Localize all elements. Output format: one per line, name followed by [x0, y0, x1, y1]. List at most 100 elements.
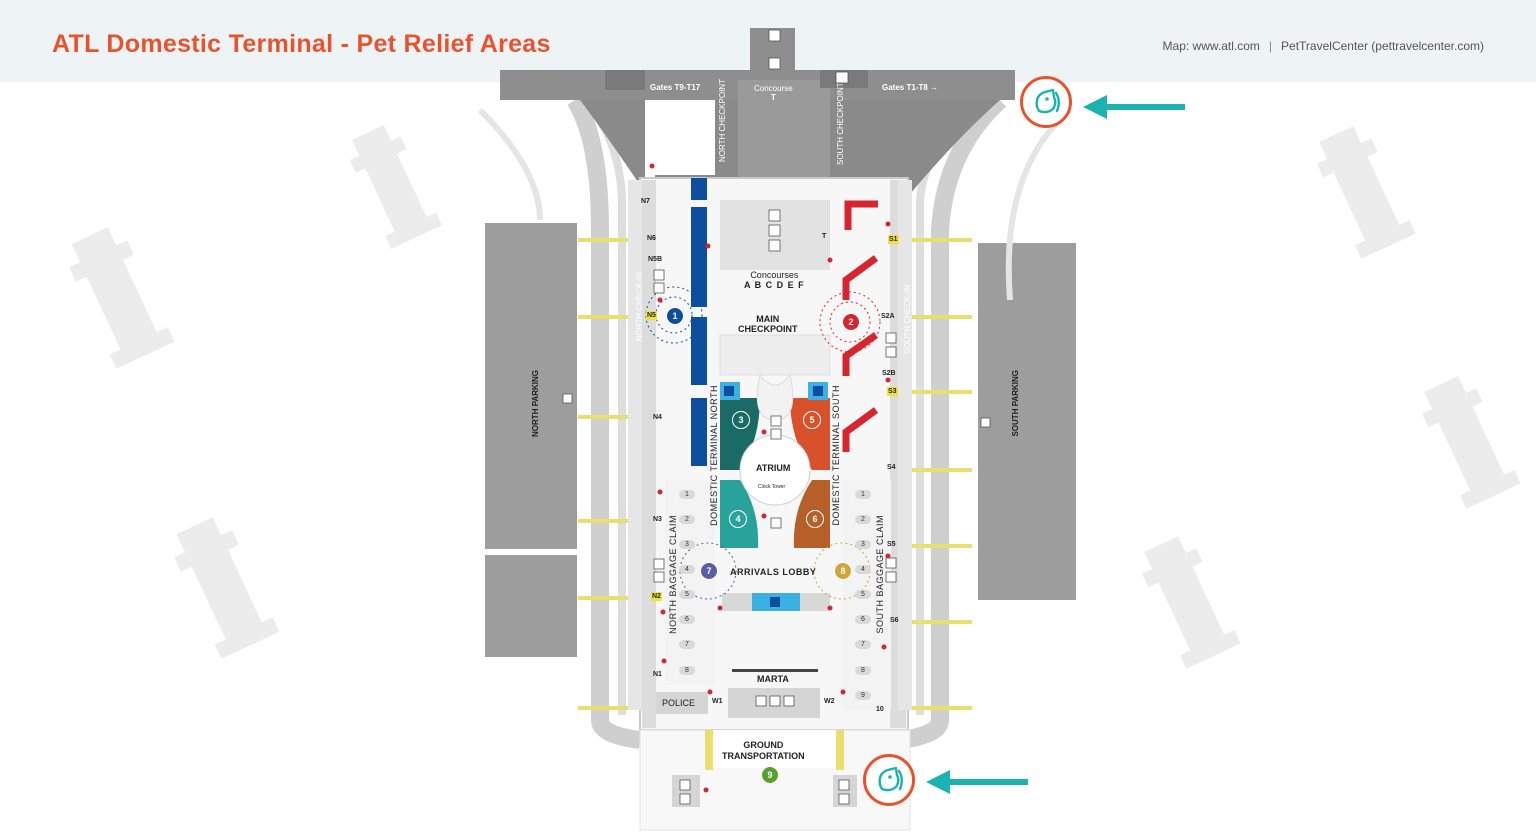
pet-relief-badge-top[interactable]	[1020, 76, 1072, 128]
curb-code-s1: S1	[888, 235, 899, 244]
relief-area-marker-4[interactable]: 4	[729, 510, 747, 528]
escalator-icon	[770, 415, 782, 427]
baggage-belt-north-6: 6	[679, 615, 695, 624]
police-station	[656, 692, 708, 714]
relief-area-marker-6[interactable]: 6	[806, 510, 824, 528]
source-credit: PetTravelCenter (pettravelcenter.com)	[1281, 39, 1484, 53]
north-road	[567, 95, 642, 749]
gates-north-label: Gates T9-T17	[650, 83, 701, 92]
curb-code-s2a: S2A	[881, 313, 895, 320]
baggage-belt-north-2: 2	[679, 515, 695, 524]
gates-south-label: Gates T1-T8 →	[882, 83, 938, 92]
north-parking-lot-lower	[485, 555, 577, 657]
dog-head-icon	[1035, 88, 1060, 114]
restroom-icon	[813, 386, 823, 396]
concourses-label: Concourses A B C D E F	[744, 270, 805, 290]
w1-label: W1	[712, 698, 723, 705]
concourses-label-line2: A B C D E F	[744, 280, 805, 290]
baggage-belt-south-4: 4	[855, 565, 871, 574]
curb-code-n5: N5	[646, 311, 657, 320]
marta-band	[732, 669, 818, 672]
relief-area-marker-7[interactable]: 7	[700, 562, 718, 580]
hydrant-watermark-icon	[1141, 536, 1241, 669]
w2-label: W2	[824, 698, 835, 705]
escalator-icon	[653, 282, 665, 294]
curb-code-n2: N2	[651, 592, 662, 601]
hydrant-watermark-icon	[1316, 126, 1416, 259]
curb-code-n7: N7	[641, 198, 650, 205]
curb-code-n4: N4	[653, 414, 662, 421]
curb-code-s2b: S2B	[882, 370, 896, 377]
restroom-icon	[724, 386, 734, 396]
ground-stripe-l	[705, 730, 713, 770]
elevator-icon	[653, 558, 665, 570]
arrow-right-icon: →	[930, 83, 939, 92]
elevator-icon	[562, 393, 573, 404]
concourses-label-line1: Concourses	[750, 270, 799, 280]
dt-north-hall	[720, 398, 760, 470]
police-label: POLICE	[662, 698, 696, 708]
escalator-icon	[653, 571, 665, 583]
pet-relief-badge-bottom[interactable]	[863, 754, 915, 806]
main-checkpoint-label: MAIN CHECKPOINT	[738, 314, 798, 334]
ground-walkway	[712, 730, 838, 768]
escalator-icon	[885, 346, 897, 358]
check-in-north-lane	[628, 180, 642, 710]
relief-area-marker-9[interactable]: 9	[761, 766, 779, 784]
curb-code-n5b: N5B	[648, 256, 663, 263]
atrium-outer	[756, 374, 794, 421]
south-road	[898, 93, 1007, 749]
arrow-left-icon	[926, 770, 1028, 794]
hydrant-watermark-icon	[174, 517, 280, 659]
baggage-belt-north-7: 7	[679, 640, 695, 649]
t-marker: T	[822, 233, 827, 240]
check-in-south-lane	[898, 180, 912, 710]
elevator-icon	[653, 269, 665, 281]
north-gate-bars	[691, 178, 707, 466]
curb-code-s6: S6	[890, 617, 899, 624]
south-gate-bars	[842, 200, 879, 452]
concourse-t-step-n	[605, 70, 645, 90]
escalator-icon	[768, 239, 781, 252]
curb-code-n6: N6	[647, 235, 656, 242]
atrium-label: ATRIUM	[756, 463, 791, 473]
crosswalks	[578, 238, 972, 710]
ground-transportation-label: GROUND TRANSPORTATION	[722, 740, 805, 762]
dog-head-icon	[878, 766, 903, 792]
elevator-icon	[769, 695, 781, 707]
elevator-icon	[768, 209, 781, 222]
baggage-belt-north-1: 1	[679, 490, 695, 499]
south-checkpoint-block	[830, 100, 1000, 200]
curb-code-s4: S4	[887, 464, 896, 471]
baggage-belt-north-4: 4	[679, 565, 695, 574]
relief-area-marker-3[interactable]: 3	[732, 411, 750, 429]
escalator-icon	[885, 571, 897, 583]
relief-area-marker-5[interactable]: 5	[803, 411, 821, 429]
credit-separator: |	[1268, 39, 1273, 53]
relief-area-marker-2[interactable]: 2	[842, 313, 860, 331]
ground-transportation-line1: GROUND	[743, 740, 784, 750]
restroom-icon	[770, 597, 780, 607]
hydrant-watermark-icon	[349, 125, 443, 249]
checkpoint-queue	[719, 334, 831, 376]
relief-area-marker-8[interactable]: 8	[834, 562, 852, 580]
escalator-icon	[783, 695, 795, 707]
elevator-icon	[679, 779, 691, 791]
elevator-icon	[885, 557, 897, 569]
elevator-icon	[770, 428, 782, 440]
main-checkpoint-line1: MAIN	[756, 314, 780, 324]
curb-code-n3: N3	[653, 516, 662, 523]
relief-area-marker-1[interactable]: 1	[666, 307, 684, 325]
baggage-belt-south-8: 8	[855, 666, 871, 675]
ground-stripe-r	[836, 730, 844, 770]
main-checkpoint-line2: CHECKPOINT	[738, 324, 798, 334]
location-pins	[649, 163, 891, 793]
elevator-icon	[980, 417, 991, 428]
escalator-icon	[838, 793, 850, 805]
ground-transportation-line2: TRANSPORTATION	[722, 751, 805, 761]
concourse-t-label-line1: Concourse	[754, 84, 793, 93]
arrow-left-icon	[1083, 95, 1185, 119]
north-outer-road	[477, 107, 543, 221]
baggage-belt-north-8: 8	[679, 666, 695, 675]
